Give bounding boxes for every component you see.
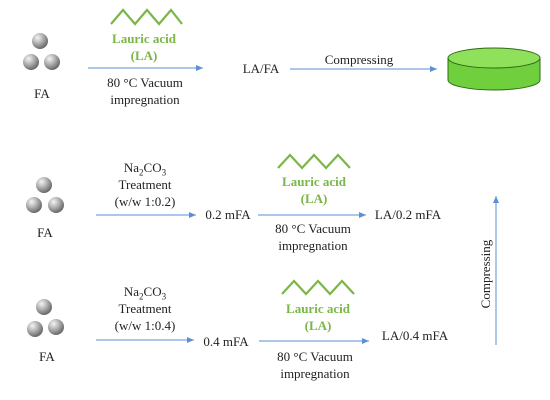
treatment-ratio-row2: (w/w 1:0.2) — [114, 194, 176, 209]
reagent-na: Na — [123, 284, 140, 299]
lauric-acid-chain-icon-row2 — [277, 153, 351, 170]
treatment-reagent-row3: Na2CO3 — [105, 284, 185, 305]
fa-label-row3: FA — [39, 349, 55, 364]
treatment-reagent-row2: Na2CO3 — [105, 160, 185, 181]
lauric-acid-name-row2: Lauric acid — [282, 174, 346, 189]
lauric-acid-abbr-row1: (LA) — [130, 48, 158, 63]
reagent-sub-2: 2 — [139, 291, 144, 302]
condition-line2-row1: impregnation — [110, 92, 180, 107]
lauric-acid-name-row3: Lauric acid — [286, 301, 350, 316]
treatment-ratio-row3: (w/w 1:0.4) — [114, 318, 176, 333]
fa-particles-icon-row2 — [26, 177, 64, 213]
fa-particles-icon-row1 — [23, 33, 60, 70]
treatment-label-row3: Treatment — [118, 301, 172, 316]
condition-line1-row2: 80 °C Vacuum — [275, 221, 351, 236]
reagent-co: CO — [143, 284, 162, 299]
pellet-disc-icon — [447, 47, 541, 91]
condition-line1-row1: 80 °C Vacuum — [107, 75, 183, 90]
compressing-label-row1: Compressing — [324, 52, 394, 67]
condition-line1-row3: 80 °C Vacuum — [277, 349, 353, 364]
condition-line2-row2: impregnation — [278, 238, 348, 253]
lauric-acid-chain-icon-row1 — [110, 8, 183, 26]
lauric-acid-abbr-row3: (LA) — [304, 318, 332, 333]
lauric-acid-name-row1: Lauric acid — [112, 31, 176, 46]
fa-label-row2: FA — [37, 225, 53, 240]
intermediate-row2: 0.2 mFA — [205, 207, 251, 222]
product-row3: LA/0.4 mFA — [381, 328, 449, 343]
reagent-sub-3: 3 — [161, 291, 167, 302]
reagent-co: CO — [143, 160, 162, 175]
lauric-acid-abbr-row2: (LA) — [300, 191, 328, 206]
fa-particles-icon-row3 — [27, 299, 64, 337]
condition-line2-row3: impregnation — [280, 366, 350, 381]
intermediate-row3: 0.4 mFA — [203, 334, 249, 349]
reagent-sub-2: 2 — [139, 167, 144, 178]
product-la-fa: LA/FA — [242, 61, 280, 76]
fa-label-row1: FA — [34, 86, 50, 101]
compressing-label-vertical: Compressing — [478, 239, 493, 309]
treatment-label-row2: Treatment — [118, 177, 172, 192]
product-row2: LA/0.2 mFA — [374, 207, 442, 222]
lauric-acid-chain-icon-row3 — [281, 279, 355, 296]
reagent-sub-3: 3 — [161, 167, 167, 178]
reagent-na: Na — [123, 160, 140, 175]
